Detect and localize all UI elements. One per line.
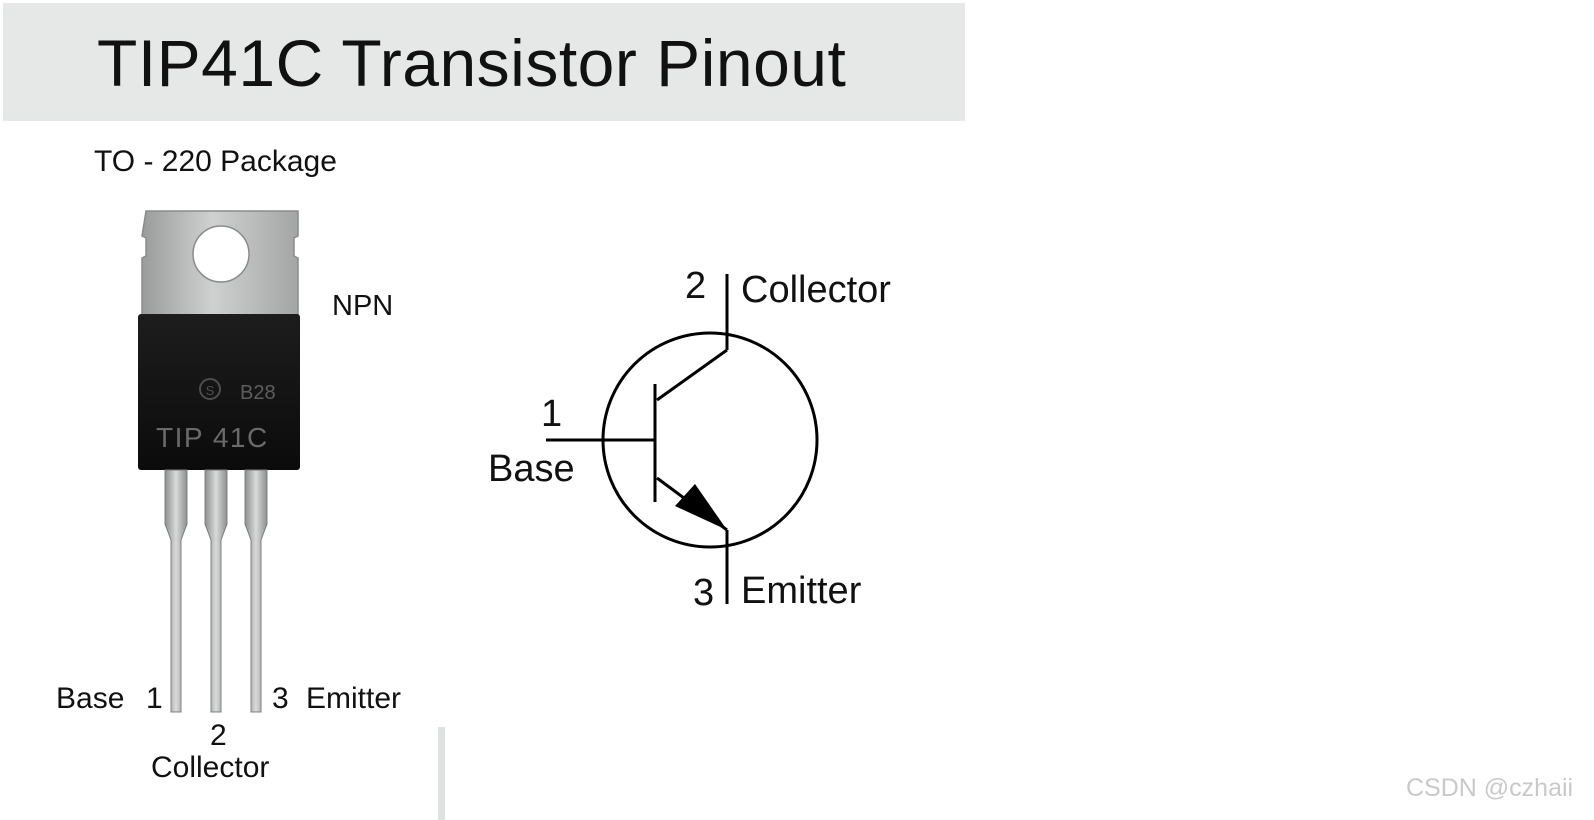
pkg-base-name: Base bbox=[56, 682, 124, 715]
divider bbox=[438, 727, 445, 820]
pkg-base-num: 1 bbox=[146, 682, 163, 715]
chip-code: B28 bbox=[240, 382, 276, 404]
logo-mark: S bbox=[206, 383, 215, 398]
collector-diagonal bbox=[657, 350, 727, 400]
watermark: CSDN @czhaii bbox=[1406, 774, 1573, 803]
sym-collector-num: 2 bbox=[685, 265, 706, 307]
leg-base bbox=[165, 470, 187, 712]
sym-base-num: 1 bbox=[541, 393, 562, 435]
pkg-collector-name: Collector bbox=[151, 751, 269, 784]
sym-emitter-num: 3 bbox=[693, 572, 714, 614]
pkg-emitter-name: Emitter bbox=[306, 682, 401, 715]
sym-base-name: Base bbox=[488, 448, 575, 490]
pkg-emitter-num: 3 bbox=[272, 682, 289, 715]
sym-collector-name: Collector bbox=[741, 269, 891, 311]
emitter-arrow-icon bbox=[675, 484, 727, 530]
pkg-collector-num: 2 bbox=[210, 719, 227, 752]
sym-emitter-name: Emitter bbox=[741, 570, 862, 612]
to220-package: S B28 TIP 41C bbox=[138, 211, 300, 712]
mounting-hole bbox=[193, 226, 249, 282]
chip-part-marking: TIP 41C bbox=[156, 422, 269, 453]
leg-collector bbox=[205, 470, 227, 712]
npn-symbol bbox=[546, 274, 817, 604]
leg-emitter bbox=[245, 470, 267, 712]
